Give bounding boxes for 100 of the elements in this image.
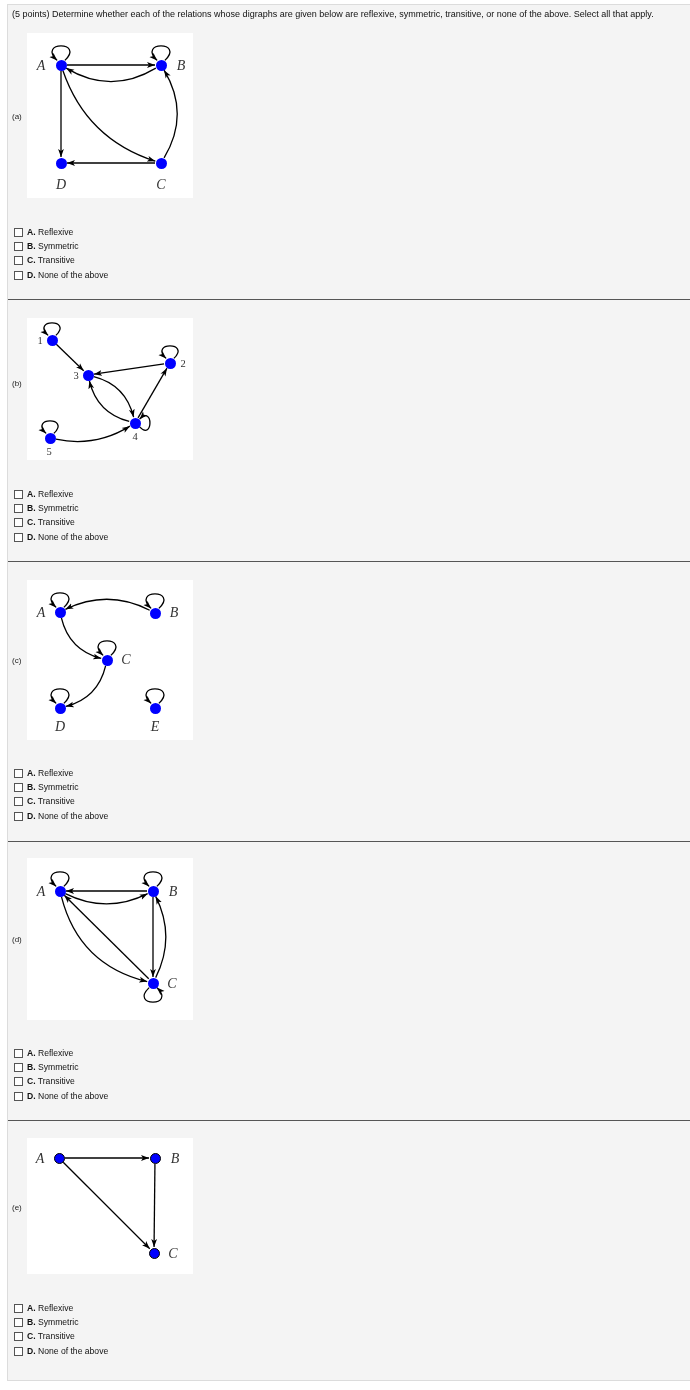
arrow xyxy=(151,1163,158,1248)
vertex-dot xyxy=(54,885,66,897)
option-text: C. Transitive xyxy=(27,796,75,808)
vertex-dot xyxy=(148,1247,160,1259)
vertex-label: 5 xyxy=(46,446,52,458)
option-text: C. Transitive xyxy=(27,517,75,529)
vertex-label: A xyxy=(36,885,46,899)
vertex-label: B xyxy=(176,59,186,73)
part-label: (a) xyxy=(12,112,22,122)
vertex-label: 2 xyxy=(180,358,186,370)
loop-arrow xyxy=(138,411,151,431)
graph-panel xyxy=(27,33,193,198)
vertex-label: 3 xyxy=(73,370,79,382)
graph-panel xyxy=(27,1138,193,1274)
vertex-label: D xyxy=(54,720,66,734)
vertex-label: 1 xyxy=(37,335,43,347)
arrow xyxy=(66,62,156,68)
vertex-label: E xyxy=(150,720,160,734)
arrow xyxy=(93,363,165,376)
loop-arrow xyxy=(143,986,165,1003)
arrow xyxy=(58,70,64,158)
option-text: A. Reflexive xyxy=(27,226,74,238)
arrow xyxy=(62,1161,151,1250)
vertex-dot xyxy=(54,702,66,714)
vertex-dot xyxy=(55,59,67,71)
part-label: (e) xyxy=(12,1203,22,1213)
loop-arrow xyxy=(143,688,165,705)
graph-panel xyxy=(27,580,193,740)
arrow xyxy=(137,367,168,419)
arrow xyxy=(150,896,156,978)
vertex-dot xyxy=(55,157,67,169)
vertex-dot xyxy=(53,1152,65,1164)
arrow xyxy=(65,67,157,83)
vertex-dot xyxy=(147,885,159,897)
vertex-label: 4 xyxy=(132,431,138,443)
vertex-dot xyxy=(155,157,167,169)
vertex-label: B xyxy=(169,606,179,620)
arrow xyxy=(65,888,148,894)
loop-arrow xyxy=(141,871,163,888)
loop-arrow xyxy=(149,45,171,62)
arrow xyxy=(60,617,102,660)
vertex-dot xyxy=(46,334,58,346)
vertex-label: B xyxy=(168,885,178,899)
option-text: B. Symmetric xyxy=(27,1316,79,1328)
vertex-dot xyxy=(54,606,66,618)
part-label: (c) xyxy=(12,656,22,666)
loop-arrow xyxy=(48,688,70,705)
option-text: D. None of the above xyxy=(27,1090,109,1102)
vertex-label: A xyxy=(36,606,46,620)
option-text: B. Symmetric xyxy=(27,1061,79,1073)
option-text: A. Reflexive xyxy=(27,488,74,500)
vertex-dot xyxy=(101,654,113,666)
option-text: A. Reflexive xyxy=(27,767,74,779)
vertex-dot xyxy=(82,369,94,381)
part-label: (b) xyxy=(12,379,22,389)
option-text: D. None of the above xyxy=(27,269,109,281)
arrow xyxy=(62,70,156,162)
loop-arrow xyxy=(95,640,117,657)
vertex-dot xyxy=(44,432,56,444)
vertex-dot xyxy=(147,977,159,989)
loop-arrow xyxy=(49,45,71,62)
option-text: C. Transitive xyxy=(27,1331,75,1343)
vertex-label: C xyxy=(121,653,131,667)
vertex-dot xyxy=(155,59,167,71)
vertex-dot xyxy=(129,417,141,429)
vertex-label: C xyxy=(168,1247,178,1261)
vertex-label: D xyxy=(55,178,67,192)
arrow xyxy=(65,665,107,708)
vertex-label: C xyxy=(167,977,177,991)
option-text: C. Transitive xyxy=(27,255,75,267)
option-text: B. Symmetric xyxy=(27,781,79,793)
loop-arrow xyxy=(40,322,61,337)
loop-arrow xyxy=(158,345,179,360)
vertex-dot xyxy=(164,357,176,369)
option-text: B. Symmetric xyxy=(27,240,79,252)
option-text: D. None of the above xyxy=(27,531,109,543)
graph-panel xyxy=(27,858,193,1020)
question-text: (5 points) Determine whether each of the relations whose digraphs are given below are reflexive, symmetric, transitive, or none of the above. Select all that apply. xyxy=(12,8,654,20)
option-text: C. Transitive xyxy=(27,1076,75,1088)
arrow xyxy=(155,895,167,979)
arrow xyxy=(66,160,156,166)
part-label: (d) xyxy=(12,935,22,945)
vertex-label: A xyxy=(35,1152,45,1166)
arrow xyxy=(55,425,131,443)
loop-arrow xyxy=(38,420,59,435)
option-text: D. None of the above xyxy=(27,1345,109,1357)
vertex-dot xyxy=(149,1152,161,1164)
vertex-label: A xyxy=(36,59,46,73)
option-text: B. Symmetric xyxy=(27,502,79,514)
arrow xyxy=(163,69,178,159)
arrow xyxy=(64,1155,150,1161)
graph-panel xyxy=(27,318,193,460)
vertex-label: B xyxy=(170,1152,180,1166)
vertex-dot xyxy=(149,607,161,619)
arrow xyxy=(55,343,85,372)
option-text: D. None of the above xyxy=(27,810,109,822)
vertex-dot xyxy=(149,702,161,714)
loop-arrow xyxy=(143,593,165,610)
option-text: A. Reflexive xyxy=(27,1302,74,1314)
arrow xyxy=(64,598,151,611)
